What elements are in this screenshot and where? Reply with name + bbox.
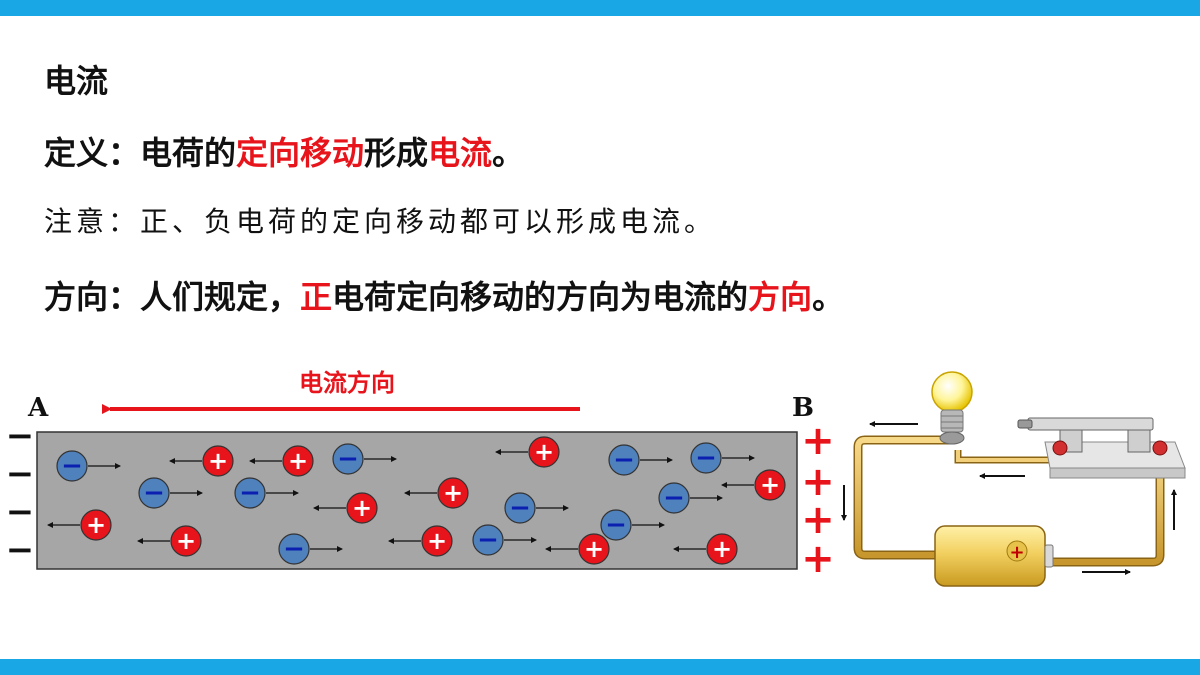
positive-charge-sign: + [712,535,732,563]
positive-charge [754,469,786,501]
positive-charge-sign: + [288,447,308,475]
positive-charge [282,445,314,477]
definition-text-2: 形成 [364,134,429,172]
positive-charge [202,445,234,477]
positive-charge [706,533,738,565]
light-bulb [931,371,973,445]
definition-highlight-1: 定向移动 [236,134,365,172]
negative-charge [138,477,170,509]
negative-charge [472,524,504,556]
negative-charge [56,450,88,482]
positive-charge [437,477,469,509]
negative-charge [278,533,310,565]
negative-charge-sign: − [663,483,685,513]
definition-text-1: 定义：电荷的 [44,134,237,172]
left-sign-3: − [6,492,35,532]
circuit-direction-arrows [841,421,1177,575]
end-label-b: B [792,393,814,423]
current-diagram: 电流方向 A B − − − − + + + + −−−−−−−−−−−++++… [6,369,1186,587]
negative-charge [234,477,266,509]
negative-charge-sign: − [239,478,261,508]
heading: 电流 [44,62,109,100]
negative-charge-sign: − [695,443,717,473]
positive-charge-sign: + [534,438,554,466]
bottom-accent-bar [0,659,1200,675]
current-direction-label: 电流方向 [299,369,395,397]
negative-charge [608,444,640,476]
negative-charge-sign: − [605,510,627,540]
direction-highlight-2: 方向 [748,278,813,316]
positive-charge [421,525,453,557]
negative-charge-sign: − [509,493,531,523]
negative-charge-sign: − [477,525,499,555]
note-line: 注意：正、负电荷的定向移动都可以形成电流。 [44,205,717,238]
battery: + [934,525,1054,587]
negative-charge-sign: − [337,444,359,474]
negative-charge [658,482,690,514]
end-label-a: A [27,393,49,423]
positive-charge [346,492,378,524]
negative-charge-sign: − [613,445,635,475]
negative-charge [690,442,722,474]
top-accent-bar [0,0,1200,16]
positive-charge [80,509,112,541]
positive-charge-sign: + [760,471,780,499]
negative-charge-sign: − [283,534,305,564]
knife-switch [1017,417,1186,479]
right-sign-2: + [801,459,835,505]
right-sign-4: + [801,536,835,582]
direction-text-2: 电荷定向移动的方向为电流的 [332,278,749,316]
positive-charge [578,533,610,565]
positive-charge [528,436,560,468]
positive-charge-sign: + [427,527,447,555]
negative-charge-sign: − [143,478,165,508]
direction-line: 方向：人们规定，正电荷定向移动的方向为电流的方向。 [44,272,844,318]
left-sign-1: − [6,416,35,456]
left-sign-2: − [6,454,35,494]
positive-charge-sign: + [176,527,196,555]
positive-charge [170,525,202,557]
negative-charge [600,509,632,541]
positive-charge-sign: + [584,535,604,563]
definition-text-3: 。 [492,134,525,172]
direction-text-3: 。 [812,278,845,316]
right-sign-3: + [801,497,835,543]
battery-positive-mark: + [1009,542,1024,563]
definition-line: 定义：电荷的定向移动形成电流。 [44,128,524,174]
negative-charge [332,443,364,475]
negative-charge [504,492,536,524]
direction-highlight-1: 正 [300,278,333,316]
left-sign-4: − [6,530,35,570]
positive-charge-sign: + [352,494,372,522]
right-sign-1: + [801,418,835,464]
direction-text-1: 方向：人们规定， [44,278,301,316]
definition-highlight-2: 电流 [428,134,493,172]
negative-charge-sign: − [61,451,83,481]
positive-charge-sign: + [86,511,106,539]
positive-charge-sign: + [443,479,463,507]
positive-charge-sign: + [208,447,228,475]
